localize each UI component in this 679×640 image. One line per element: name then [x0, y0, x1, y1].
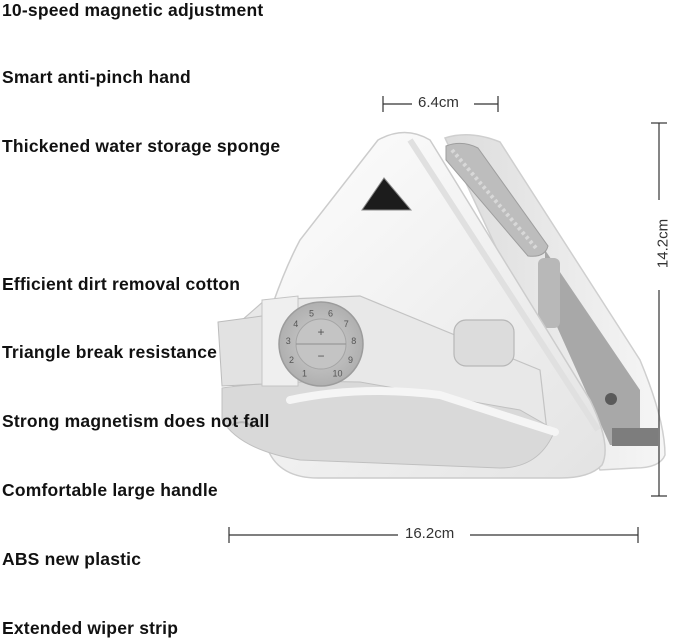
- dial-number: 7: [344, 319, 349, 329]
- sponge-strip: [445, 142, 549, 257]
- dial-plus-symbol: +: [317, 325, 324, 339]
- feature-label-abs-plastic: ABS new plastic: [2, 549, 142, 569]
- feature-label-dirt-removal: Efficient dirt removal cotton: [2, 274, 241, 294]
- dimension-top: [382, 96, 499, 112]
- feature-label-wiper-strip: Extended wiper strip: [2, 618, 179, 638]
- dial-number: 8: [351, 336, 356, 346]
- dial-number: 1: [302, 369, 307, 379]
- dial-number: 5: [309, 308, 314, 318]
- dial-number: 9: [348, 355, 353, 365]
- dimension-label-bottom: 16.2cm: [402, 525, 458, 542]
- dimension-bottom: [228, 527, 639, 543]
- feature-label-sponge: Thickened water storage sponge: [2, 136, 281, 156]
- release-button: [453, 319, 515, 367]
- feature-label-triangle: Triangle break resistance: [2, 342, 218, 362]
- dial-number: 3: [286, 336, 291, 346]
- feature-label-anti-pinch: Smart anti-pinch hand: [2, 67, 191, 87]
- connector-post: [538, 258, 560, 328]
- dimension-height: [651, 122, 667, 497]
- dial-minus-symbol: −: [317, 349, 324, 363]
- dimension-label-top: 6.4cm: [415, 94, 462, 111]
- feature-label-magnetism: Strong magnetism does not fall: [2, 411, 270, 431]
- dial-number: 10: [332, 369, 342, 379]
- feature-label-handle: Comfortable large handle: [2, 480, 218, 500]
- feature-label-magnetic-adjustment: 10-speed magnetic adjustment: [2, 0, 264, 20]
- dial-number: 2: [289, 355, 294, 365]
- dial-number: 6: [328, 308, 333, 318]
- dial-number: 4: [293, 319, 298, 329]
